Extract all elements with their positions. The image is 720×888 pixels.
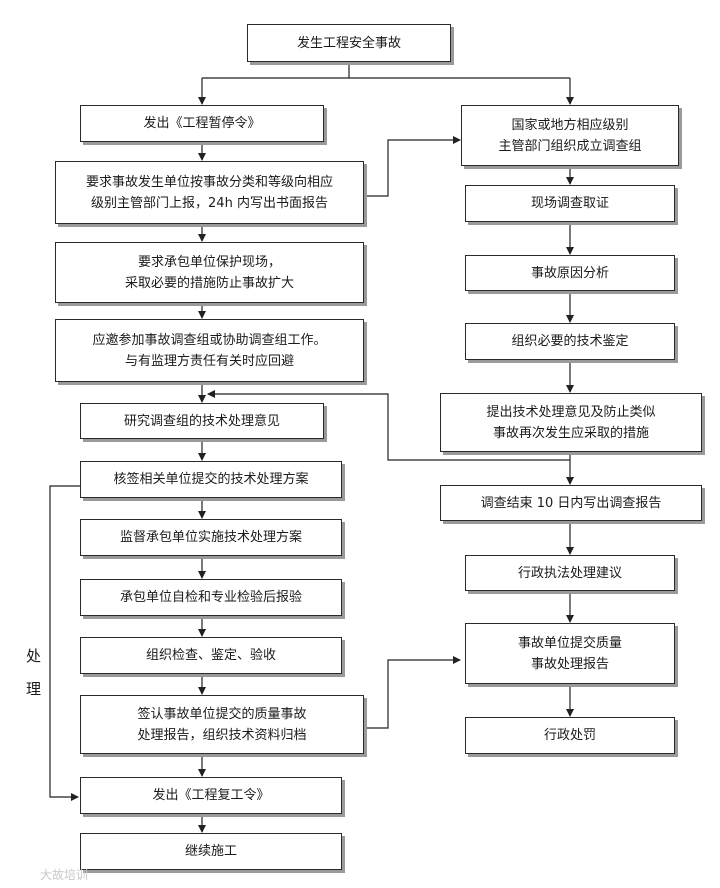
box-administrative-penalty: 行政处罚 bbox=[465, 717, 675, 754]
box-investigation-report: 调查结束 10 日内写出调查报告 bbox=[440, 485, 702, 521]
box-continue-construction: 继续施工 bbox=[80, 833, 342, 870]
box-join-investigation: 应邀参加事故调查组或协助调查组工作。 与有监理方责任有关时应回避 bbox=[55, 319, 364, 382]
box-study-opinions: 研究调查组的技术处理意见 bbox=[80, 403, 324, 439]
box-sign-report: 签认事故单位提交的质量事故 处理报告，组织技术资料归档 bbox=[80, 695, 364, 754]
box-quality-accident-report: 事故单位提交质量 事故处理报告 bbox=[465, 623, 675, 684]
box-cause-analysis: 事故原因分析 bbox=[465, 255, 675, 291]
side-label-chu: 处 bbox=[26, 647, 42, 665]
box-approve-plan: 核签相关单位提交的技术处理方案 bbox=[80, 461, 342, 498]
arrow-L10-R8 bbox=[364, 656, 461, 729]
watermark-text: 大故培训 bbox=[40, 868, 89, 882]
arrow-R5-L5 bbox=[207, 390, 570, 461]
box-technical-appraisal: 组织必要的技术鉴定 bbox=[465, 323, 675, 360]
box-start-accident: 发生工程安全事故 bbox=[247, 24, 451, 62]
box-enforcement-advice: 行政执法处理建议 bbox=[465, 555, 675, 591]
box-report-accident: 要求事故发生单位按事故分类和等级向相应 级别主管部门上报，24h 内写出书面报告 bbox=[55, 161, 364, 224]
box-self-inspection: 承包单位自检和专业检验后报验 bbox=[80, 579, 342, 616]
arrow-L6-bypass-L11 bbox=[49, 485, 80, 801]
box-form-investigation-team: 国家或地方相应级别 主管部门组织成立调查组 bbox=[461, 105, 679, 166]
box-site-investigation: 现场调查取证 bbox=[465, 185, 675, 222]
box-protect-site: 要求承包单位保护现场， 采取必要的措施防止事故扩大 bbox=[55, 242, 364, 303]
box-stop-work-order: 发出《工程暂停令》 bbox=[80, 105, 324, 142]
box-propose-measures: 提出技术处理意见及防止类似 事故再次发生应采取的措施 bbox=[440, 393, 702, 452]
box-supervise-plan: 监督承包单位实施技术处理方案 bbox=[80, 519, 342, 556]
box-inspect-accept: 组织检查、鉴定、验收 bbox=[80, 637, 342, 674]
side-label-li: 理 bbox=[26, 680, 42, 698]
arrow-L2-R1 bbox=[364, 136, 461, 197]
box-resume-work-order: 发出《工程复工令》 bbox=[80, 777, 342, 814]
